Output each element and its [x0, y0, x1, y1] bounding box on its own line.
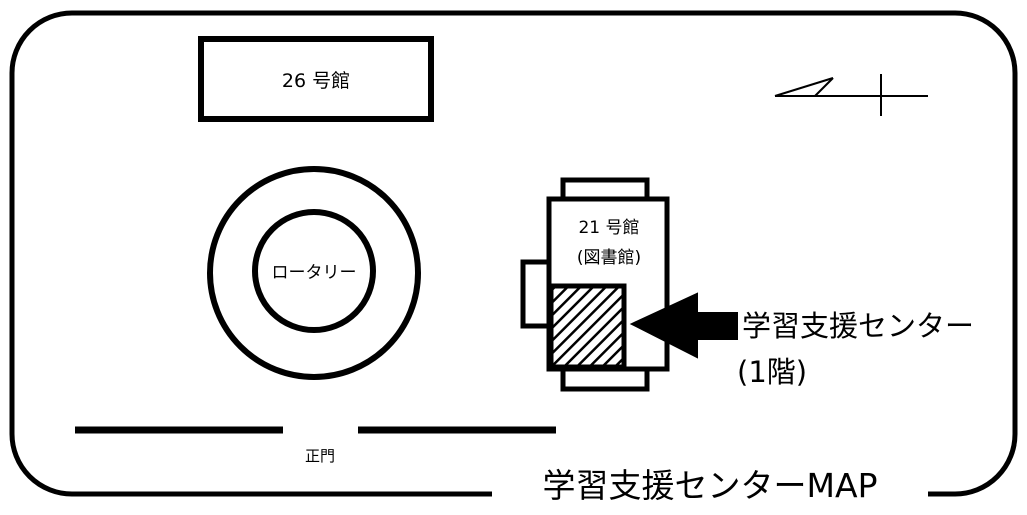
campus-boundary	[9, 10, 1018, 497]
rotary-label: ロータリー	[272, 263, 357, 283]
building-21-library[interactable]: 21 号館 (図書館)	[520, 177, 670, 392]
north-arrow-icon	[774, 74, 928, 116]
building-21-side-wing	[520, 259, 553, 329]
pointer-arrow-icon	[629, 292, 738, 359]
title-background	[492, 468, 928, 511]
building-21-label: 21 号館	[578, 218, 639, 238]
map-title: 学習支援センターMAP	[543, 466, 878, 505]
target-floor-label: (1階)	[737, 355, 807, 389]
learning-support-center-area[interactable]	[548, 283, 627, 370]
target-label: 学習支援センター	[742, 309, 974, 343]
building-26-outline	[198, 36, 434, 122]
rotary[interactable]: ロータリー	[207, 166, 421, 380]
building-26-label: 26 号館	[282, 70, 350, 92]
rotary-inner-ring	[252, 209, 376, 333]
building-26[interactable]: 26 号館	[198, 36, 434, 122]
building-21-sublabel: (図書館)	[577, 248, 641, 268]
main-gate-label: 正門	[305, 447, 335, 465]
